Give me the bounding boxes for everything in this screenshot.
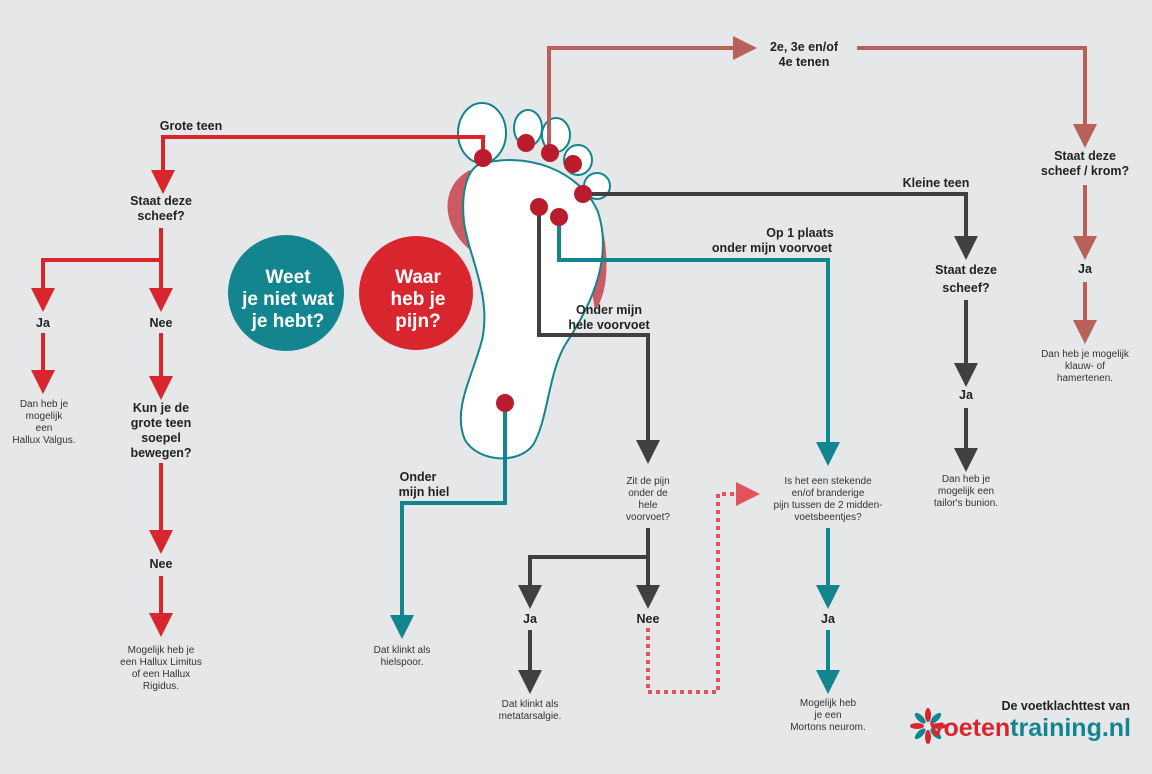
result: Mogelijk heb je xyxy=(128,645,195,656)
question: voetsbeentjes? xyxy=(794,512,862,523)
question: scheef? xyxy=(137,209,184,223)
result: metatarsalgie. xyxy=(499,711,562,722)
question: Staat deze xyxy=(1054,149,1116,163)
where-pain-circle[interactable] xyxy=(359,236,473,350)
question: pijn tussen de 2 midden- xyxy=(774,500,883,511)
circle-text: Waar xyxy=(395,267,441,288)
result: Dan heb je xyxy=(942,474,991,485)
result: Mogelijk heb xyxy=(800,698,857,709)
logo-part-voeten: voeten xyxy=(930,714,1011,742)
logo-part-training: training.nl xyxy=(1010,714,1131,742)
question: Zit de pijn xyxy=(626,476,669,487)
branch-label: Grote teen xyxy=(160,119,223,133)
arrow xyxy=(857,46,1097,148)
answer-no: Nee xyxy=(637,612,660,626)
one-spot-connector xyxy=(557,217,840,466)
result: Rigidus. xyxy=(143,681,179,692)
result: tailor's bunion. xyxy=(934,498,998,509)
question: Staat deze xyxy=(935,263,997,277)
answer-yes: Ja xyxy=(1078,262,1093,276)
question: scheef / krom? xyxy=(1041,164,1129,178)
result: hamertenen. xyxy=(1057,373,1113,384)
circle-text: heb je xyxy=(391,289,446,310)
result: Dan heb je xyxy=(20,399,69,410)
big-toe-yes-arrow xyxy=(31,258,161,312)
answer-yes: Ja xyxy=(821,612,836,626)
result: Dan heb je mogelijk xyxy=(1041,349,1130,360)
circle-text: je niet wat xyxy=(241,289,335,310)
big-toe-connector xyxy=(151,135,485,194)
branch-label: Op 1 plaats xyxy=(766,226,833,240)
result: hielspoor. xyxy=(381,657,424,668)
result: mogelijk xyxy=(26,411,64,422)
dont-know-circle[interactable] xyxy=(228,235,344,351)
answer-yes: Ja xyxy=(959,388,974,402)
brand-tagline: De voetklachttest van xyxy=(1001,699,1130,713)
dotted-arrow-to-one-spot xyxy=(646,482,760,694)
branch-label: hele voorvoet xyxy=(568,318,650,332)
voetentraining-swirl-logo-icon xyxy=(910,708,946,744)
result: je een xyxy=(813,710,841,721)
result: Dat klinkt als xyxy=(502,699,559,710)
result: Dat klinkt als xyxy=(374,645,431,656)
branch-label: Kleine teen xyxy=(903,176,970,190)
branch-label: 2e, 3e en/of xyxy=(770,40,839,54)
question: scheef? xyxy=(942,281,989,295)
question: hele xyxy=(639,500,658,511)
result: mogelijk een xyxy=(938,486,994,497)
answer-no: Nee xyxy=(150,316,173,330)
question: soepel xyxy=(141,431,181,445)
brand-logo-text[interactable]: voetentraining.nl xyxy=(930,714,1131,742)
pain-dot-toe-2[interactable] xyxy=(517,134,535,152)
circle-text: Weet xyxy=(265,267,311,288)
pain-dot-forefoot[interactable] xyxy=(530,198,548,216)
circle-text: pijn? xyxy=(395,311,440,332)
question: voorvoet? xyxy=(626,512,670,523)
pain-dot-heel[interactable] xyxy=(496,394,514,412)
branch-label: onder mijn voorvoet xyxy=(712,241,833,255)
branch-label: Onder xyxy=(400,470,437,484)
branch-label: 4e tenen xyxy=(779,55,830,69)
question: en/of branderige xyxy=(792,488,865,499)
toes-connector xyxy=(547,36,757,152)
question: bewegen? xyxy=(130,446,191,460)
answer-no: Nee xyxy=(150,557,173,571)
branch-label: mijn hiel xyxy=(399,485,450,499)
arrow xyxy=(518,555,648,609)
result: Mortons neurom. xyxy=(790,722,866,733)
pain-dot-toe-4[interactable] xyxy=(564,155,582,173)
result: klauw- of xyxy=(1065,361,1105,372)
pain-dot-big-toe[interactable] xyxy=(474,149,492,167)
question: Kun je de xyxy=(133,401,189,415)
question: Staat deze xyxy=(130,194,192,208)
forefoot-connector xyxy=(537,207,660,464)
question: grote teen xyxy=(131,416,191,430)
pain-dot-toe-3[interactable] xyxy=(541,144,559,162)
result: een xyxy=(36,423,53,434)
result: of een Hallux xyxy=(132,669,190,680)
pain-dot-small-toe[interactable] xyxy=(574,185,592,203)
heel-connector xyxy=(390,403,507,639)
pain-dot-one-spot[interactable] xyxy=(550,208,568,226)
result: Hallux Valgus. xyxy=(12,435,75,446)
answer-yes: Ja xyxy=(36,316,51,330)
question: onder de xyxy=(628,488,668,499)
answer-yes: Ja xyxy=(523,612,538,626)
result: een Hallux Limitus xyxy=(120,657,202,668)
small-toe-connector xyxy=(583,192,978,260)
branch-label: Onder mijn xyxy=(576,303,642,317)
pain-points xyxy=(474,134,592,412)
circle-text: je hebt? xyxy=(251,311,325,332)
question: Is het een stekende xyxy=(784,476,872,487)
